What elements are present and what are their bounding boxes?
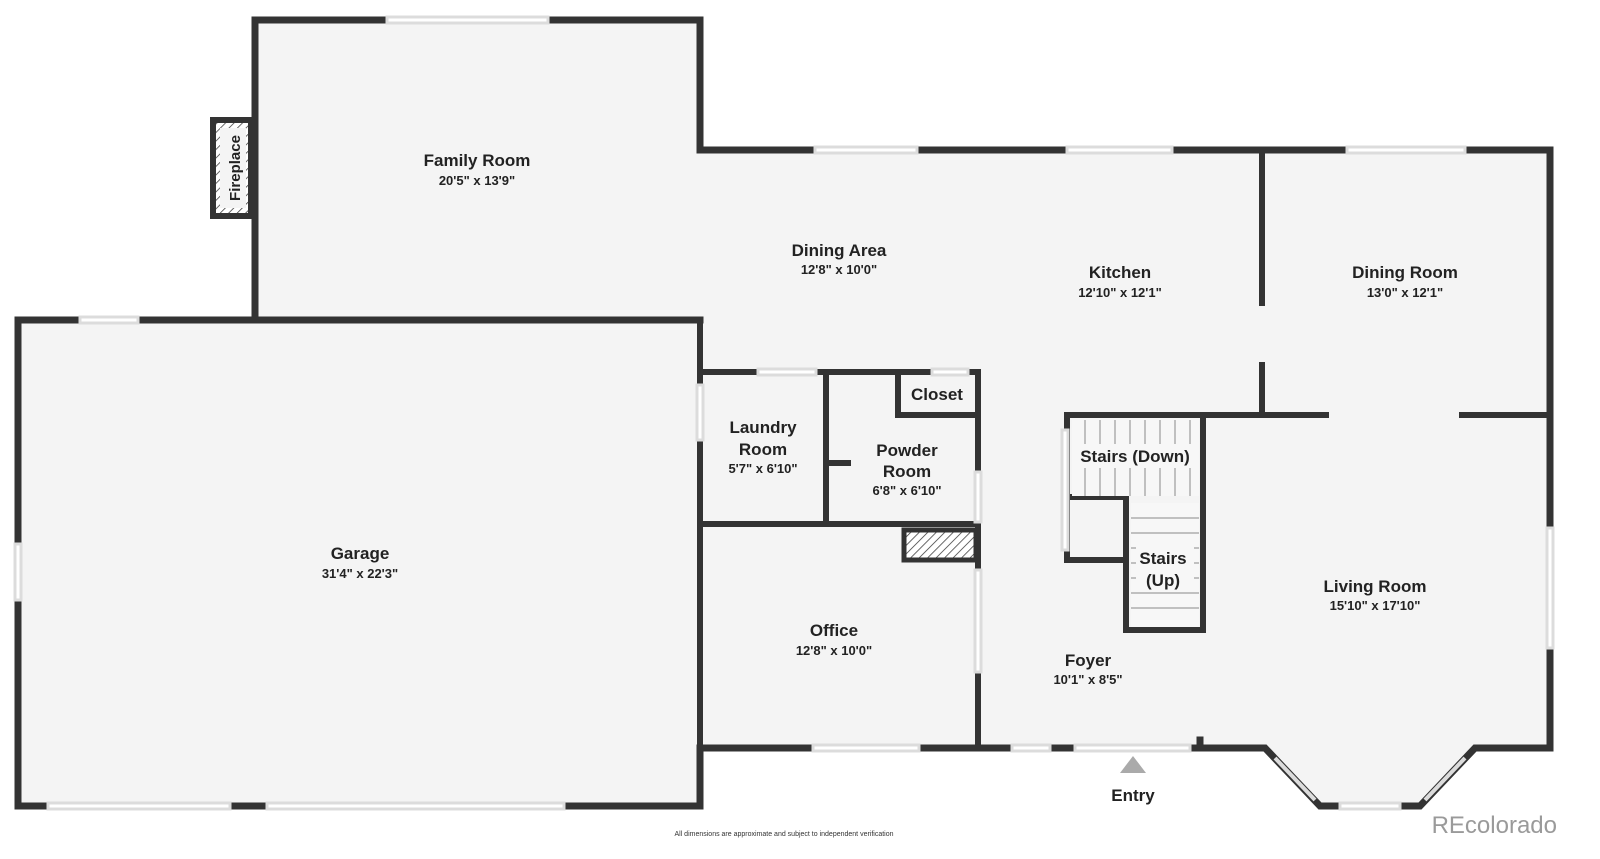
room-name-line1: Laundry — [729, 418, 797, 437]
room-closet: Closet — [911, 385, 963, 404]
room-dimensions: 20'5" x 13'9" — [439, 173, 515, 188]
room-laundry: Laundry Room 5'7" x 6'10" — [728, 418, 797, 476]
stairs-up: Stairs (Up) — [1136, 547, 1194, 591]
room-name: Living Room — [1324, 577, 1427, 596]
fireplace-label: Fireplace — [227, 135, 244, 201]
disclaimer: All dimensions are approximate and subje… — [674, 831, 893, 838]
fireplace: Fireplace — [210, 117, 254, 219]
stairs-down: Stairs (Down) — [1076, 444, 1194, 468]
room-dimensions: 13'0" x 12'1" — [1367, 285, 1443, 300]
room-dimensions: 6'8" x 6'10" — [872, 483, 941, 498]
room-office: Office 12'8" x 10'0" — [796, 621, 872, 658]
room-dining-room: Dining Room 13'0" x 12'1" — [1352, 263, 1458, 300]
room-dimensions: 5'7" x 6'10" — [728, 461, 797, 476]
room-foyer: Foyer 10'1" x 8'5" — [1053, 651, 1122, 687]
entry-label: Entry — [1111, 786, 1155, 805]
room-dimensions: 12'10" x 12'1" — [1078, 285, 1162, 300]
hatched-block — [901, 527, 979, 563]
entry-arrow-icon — [1120, 756, 1146, 773]
room-family: Family Room 20'5" x 13'9" — [424, 151, 531, 188]
room-dimensions: 15'10" x 17'10" — [1330, 598, 1421, 613]
room-name: Foyer — [1065, 651, 1112, 670]
room-garage: Garage 31'4" x 22'3" — [322, 544, 398, 581]
room-dimensions: 10'1" x 8'5" — [1053, 672, 1122, 687]
room-name-line2: Room — [739, 440, 787, 459]
room-name: Dining Room — [1352, 263, 1458, 282]
room-dimensions: 31'4" x 22'3" — [322, 566, 398, 581]
room-dining-area: Dining Area 12'8" x 10'0" — [792, 241, 887, 277]
brand-watermark: REcolorado — [1432, 812, 1557, 839]
room-name: Office — [810, 621, 858, 640]
room-name-line1: Powder — [876, 441, 938, 460]
room-dimensions: 12'8" x 10'0" — [796, 643, 872, 658]
windows — [13, 15, 1555, 811]
room-name: Garage — [331, 544, 390, 563]
room-living: Living Room 15'10" x 17'10" — [1324, 577, 1427, 613]
room-name: Kitchen — [1089, 263, 1151, 282]
stairs-down-label: Stairs (Down) — [1080, 447, 1190, 466]
room-dimensions: 12'8" x 10'0" — [801, 262, 877, 277]
room-powder: Powder Room 6'8" x 6'10" — [872, 441, 941, 498]
room-name: Closet — [911, 385, 963, 404]
stairs-up-label-line2: (Up) — [1146, 571, 1180, 590]
room-name: Family Room — [424, 151, 531, 170]
room-name-line2: Room — [883, 462, 931, 481]
room-kitchen: Kitchen 12'10" x 12'1" — [1078, 263, 1162, 300]
stairs-up-label-line1: Stairs — [1139, 549, 1186, 568]
room-name: Dining Area — [792, 241, 887, 260]
